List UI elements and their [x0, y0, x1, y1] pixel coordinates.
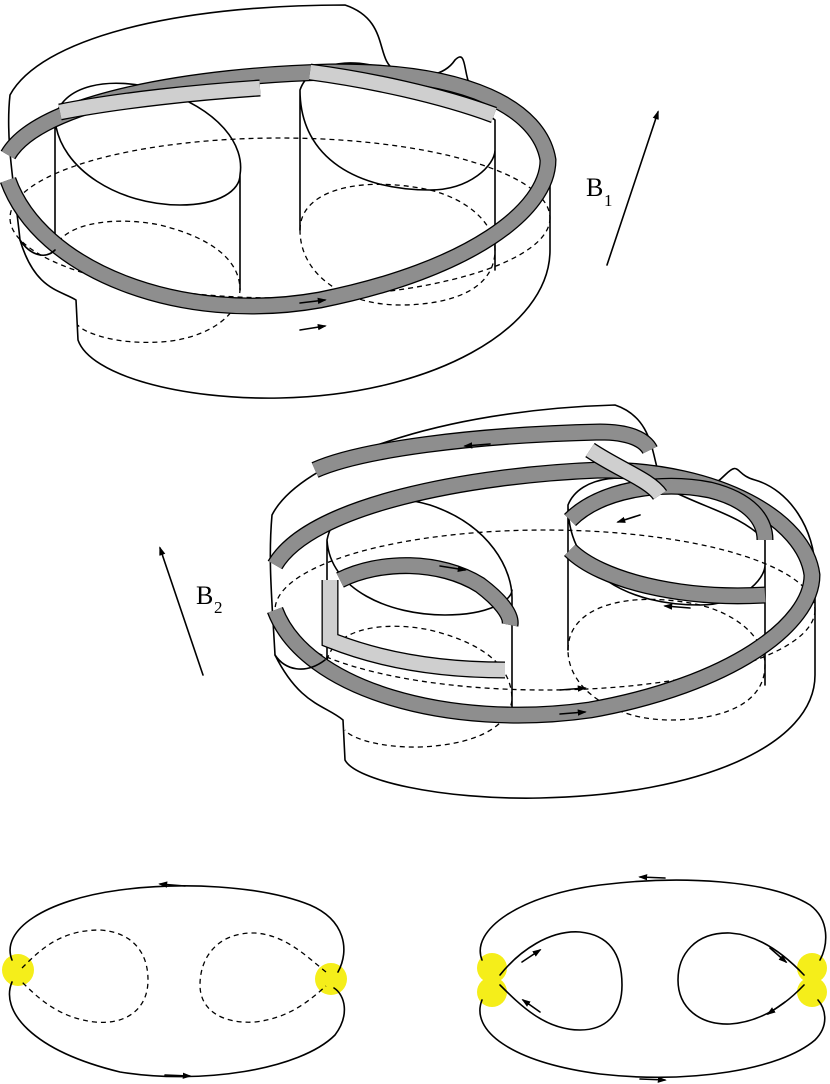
- vector-b1: B 1: [586, 110, 659, 266]
- middle-dark-band-top: [312, 424, 657, 477]
- b2-label: B: [196, 581, 213, 610]
- middle-floor-ellipse: [274, 529, 816, 691]
- br-arrow-1: [521, 949, 542, 963]
- br-arrow-3: [769, 947, 788, 964]
- b2-subscript: 2: [214, 598, 223, 617]
- bl-outer-top: [9, 885, 345, 973]
- vector-b2: B 2: [159, 546, 223, 676]
- middle-band-arrow-4: [559, 709, 587, 716]
- b1-subscript: 1: [604, 191, 613, 210]
- bl-bottom-arrow: [164, 1072, 192, 1079]
- bl-marker-left: [2, 954, 34, 986]
- top-left-hole-floor: [54, 220, 241, 344]
- surface-middle: [267, 404, 821, 799]
- middle-band-arrow-2: [439, 565, 467, 572]
- br-left-inner-loop: [499, 931, 623, 1031]
- bl-outer-bottom: [8, 981, 346, 1078]
- b2-arrow: [159, 546, 204, 676]
- top-floor-ellipse: [9, 137, 551, 299]
- middle-light-band-left: [322, 580, 506, 678]
- top-surface-outer-boundary: [7, 4, 551, 399]
- top-light-band-right: [309, 64, 497, 122]
- top-band-arrow-2: [299, 324, 327, 331]
- bl-right-loop: [199, 932, 327, 1023]
- middle-band-arrow-1: [463, 442, 491, 449]
- top-left-lobe: [19, 239, 56, 256]
- middle-left-lobe: [274, 654, 326, 670]
- br-bottom-arrow: [639, 1076, 667, 1083]
- br-right-inner-loop: [677, 932, 805, 1025]
- bl-top-arrow: [158, 881, 186, 888]
- br-arrow-2: [521, 998, 541, 1013]
- middle-dark-band-right-hole: [564, 479, 773, 603]
- top-dark-band: [1, 64, 556, 314]
- br-outer-bottom: [479, 999, 826, 1078]
- middle-band-arrow-5: [616, 514, 641, 523]
- br-outer-top: [479, 879, 827, 961]
- top-light-band-left: [58, 80, 261, 120]
- bl-marker-right: [315, 963, 347, 995]
- br-marker-right-bottom: [797, 977, 827, 1007]
- middle-dark-band-outer: [268, 462, 820, 723]
- bl-left-loop: [21, 929, 149, 1024]
- middle-dark-band-left-hole: [336, 558, 518, 627]
- middle-band-arrow-3: [559, 685, 587, 692]
- br-top-arrow: [638, 874, 666, 881]
- middle-light-band-right: [586, 443, 666, 500]
- surface-top: [0, 4, 557, 399]
- bottom-left-diagram: [2, 881, 347, 1079]
- br-arrow-4: [766, 1001, 786, 1016]
- bottom-right-diagram: [477, 874, 827, 1083]
- b1-arrow: [606, 110, 659, 266]
- b1-label: B: [586, 173, 603, 202]
- top-right-hole-floor: [299, 183, 496, 306]
- top-band-arrow-1: [299, 297, 327, 304]
- middle-band-arrow-6: [663, 603, 691, 610]
